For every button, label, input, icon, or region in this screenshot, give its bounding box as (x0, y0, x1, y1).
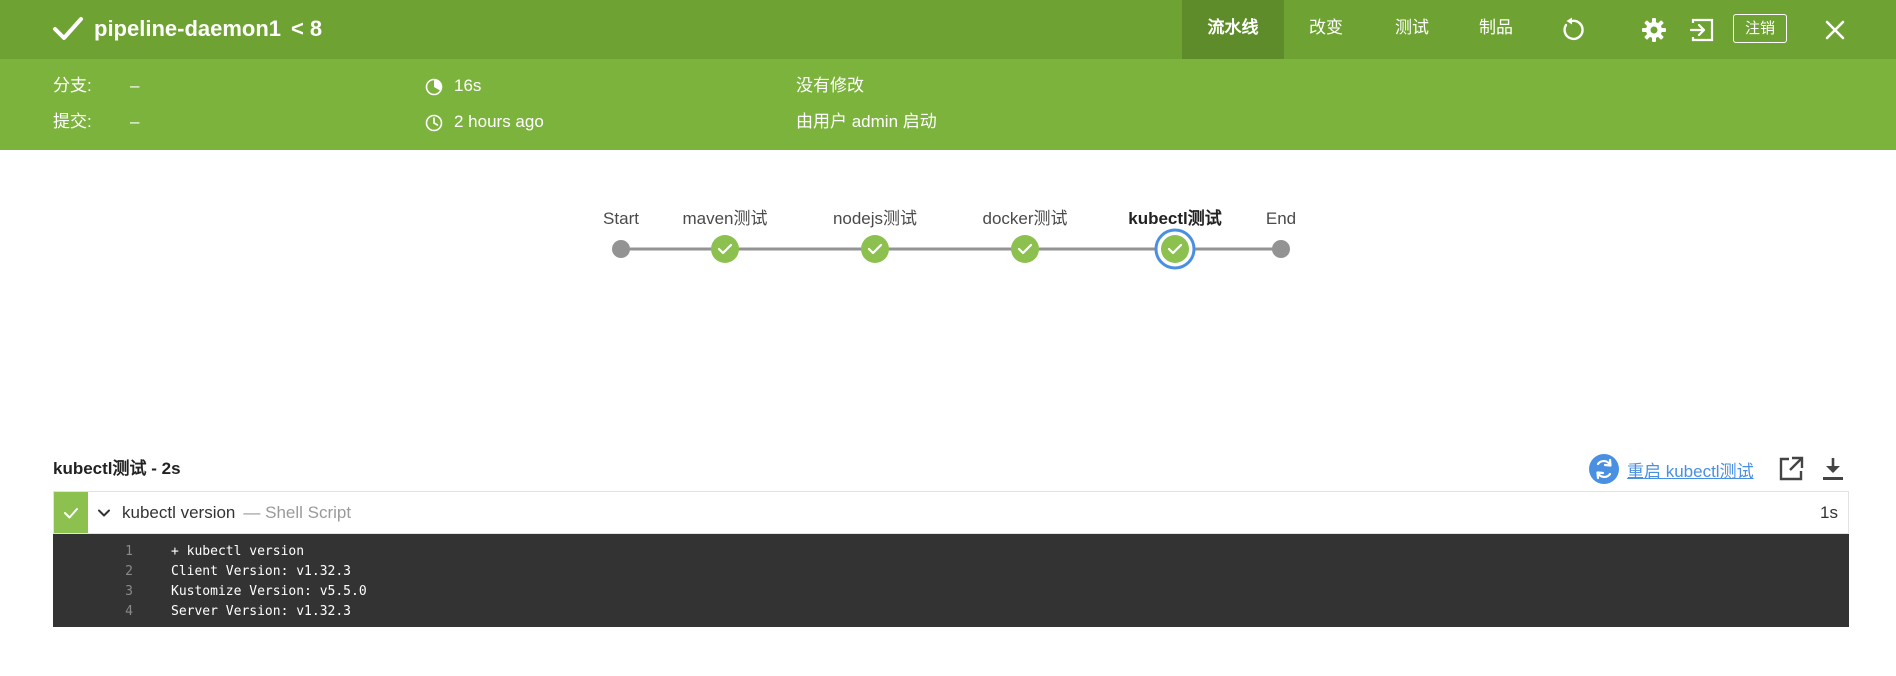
download-icon[interactable] (1820, 456, 1846, 482)
log-line: 1 + kubectl version (53, 542, 1849, 562)
stage-node-end (1272, 240, 1290, 258)
log-line: 3 Kustomize Version: v5.5.0 (53, 582, 1849, 602)
changes-text: 没有修改 (796, 76, 864, 95)
log-line-text: Server Version: v1.32.3 (171, 604, 352, 619)
log-line-text: + kubectl version (171, 544, 305, 559)
run-number: 8 (309, 16, 323, 41)
console-log[interactable]: 1 + kubectl version 2 Client Version: v1.32… (53, 534, 1849, 627)
restart-stage-label: 重启 kubectl测试 (1627, 461, 1754, 481)
stage-node-start (612, 240, 630, 258)
page-title: pipeline-daemon1 <8 (94, 15, 322, 43)
refresh-icon (1589, 454, 1619, 484)
log-line-number[interactable]: 2 (125, 564, 133, 579)
stage-node-docker[interactable] (1011, 235, 1039, 263)
logout-button[interactable]: 注销 (1733, 14, 1787, 43)
stage-label-nodejs[interactable]: nodejs测试 (832, 209, 918, 228)
restart-stage-link[interactable]: 重启 kubectl测试 (1589, 454, 1754, 484)
stage-label-start: Start (603, 209, 639, 228)
stage-detail-title: kubectl测试 - 2s (53, 459, 181, 478)
step-name: kubectl version — Shell Script (122, 502, 351, 524)
check-icon (64, 508, 78, 519)
pipeline-name[interactable]: pipeline-daemon1 (94, 16, 282, 41)
tab-changes[interactable]: 改变 (1309, 18, 1343, 37)
chevron-left-icon: < (291, 16, 304, 41)
step-title: kubectl version (122, 503, 236, 522)
branch-label: 分支: (53, 76, 92, 95)
tab-pipeline[interactable]: 流水线 (1182, 0, 1284, 59)
duration-value: 16s (454, 76, 482, 95)
stage-label-docker[interactable]: docker测试 (982, 209, 1068, 228)
replay-icon[interactable] (1559, 17, 1585, 43)
commit-value: – (130, 112, 140, 131)
log-line-number[interactable]: 1 (125, 544, 133, 559)
gear-icon[interactable] (1641, 17, 1667, 43)
tab-tests[interactable]: 测试 (1395, 18, 1429, 37)
time-ago: 2 hours ago (454, 112, 544, 131)
external-link-icon[interactable] (1778, 456, 1804, 482)
stage-label-end: End (1265, 209, 1297, 228)
step-status-success (54, 492, 88, 533)
step-type: — Shell Script (243, 503, 352, 522)
stage-node-kubectl[interactable] (1154, 228, 1196, 270)
check-icon (53, 17, 83, 40)
branch-value: – (130, 76, 140, 95)
log-line-text: Client Version: v1.32.3 (171, 564, 352, 579)
pipeline-graph-canvas (612, 228, 1290, 270)
log-line-number[interactable]: 4 (125, 604, 133, 619)
chevron-down-icon[interactable] (96, 505, 112, 521)
stage-node-maven[interactable] (711, 235, 739, 263)
clock-icon (425, 114, 443, 132)
top-header: pipeline-daemon1 <8 流水线 改变 测试 制品 注销 (0, 0, 1896, 59)
log-line: 2 Client Version: v1.32.3 (53, 562, 1849, 582)
stage-label-kubectl[interactable]: kubectl测试 (1128, 209, 1222, 228)
log-line-text: Kustomize Version: v5.5.0 (171, 584, 367, 599)
tab-artifacts[interactable]: 制品 (1479, 18, 1513, 37)
log-line-number[interactable]: 3 (125, 584, 133, 599)
run-info-bar: 分支: – 提交: – 16s 2 hours ago 没有修改 由用户 adm… (0, 59, 1896, 150)
step-row[interactable]: kubectl version — Shell Script 1s (53, 491, 1849, 534)
stopwatch-icon (425, 78, 443, 96)
commit-label: 提交: (53, 112, 92, 131)
stage-node-nodejs[interactable] (861, 235, 889, 263)
started-by: 由用户 admin 启动 (796, 112, 937, 131)
step-duration: 1s (1820, 503, 1838, 522)
pipeline-graph: Start maven测试 nodejs测试 docker测试 kubectl测试 End (0, 150, 1896, 450)
close-icon[interactable] (1822, 17, 1848, 43)
exit-icon[interactable] (1689, 17, 1715, 43)
stage-label-maven[interactable]: maven测试 (682, 209, 768, 228)
log-line: 4 Server Version: v1.32.3 (53, 602, 1849, 622)
